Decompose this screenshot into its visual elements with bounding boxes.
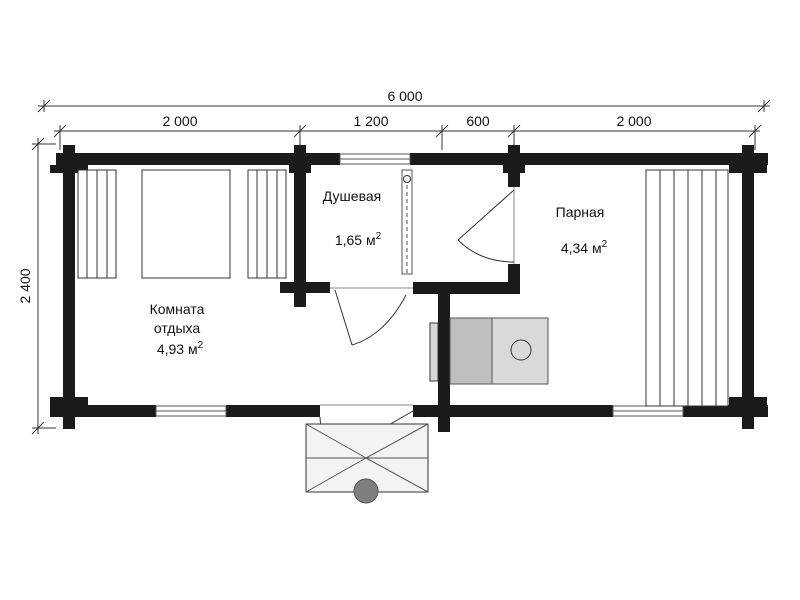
segment-label-4: 2 000 [616,113,651,129]
room-area-steam: 4,34 м2 [561,239,608,256]
room-name-rest-line1: Комната [150,301,205,317]
segment-label-3: 600 [466,113,490,129]
stove-front [449,317,493,385]
room-area-rest: 4,93 м2 [157,340,204,357]
overall-height-label: 2 400 [17,268,33,303]
rest-room-furniture [77,169,287,279]
dimension-lines [31,99,771,435]
segment-label-2: 1 200 [353,113,388,129]
stove-firebox [429,322,439,382]
room-name-steam: Парная [556,204,605,220]
room-area-shower: 1,65 м2 [335,231,382,248]
room-name-shower: Душевая [323,188,381,204]
segment-label-1: 2 000 [162,113,197,129]
stove-burner [510,339,532,361]
room-name-rest-line2: отдыха [154,320,201,336]
table [141,169,231,279]
windows [155,153,684,417]
porch [305,423,429,504]
porch-post [353,478,379,504]
walls [50,145,768,432]
steam-room-furniture [429,169,729,407]
overall-width-label: 6 000 [387,88,422,104]
